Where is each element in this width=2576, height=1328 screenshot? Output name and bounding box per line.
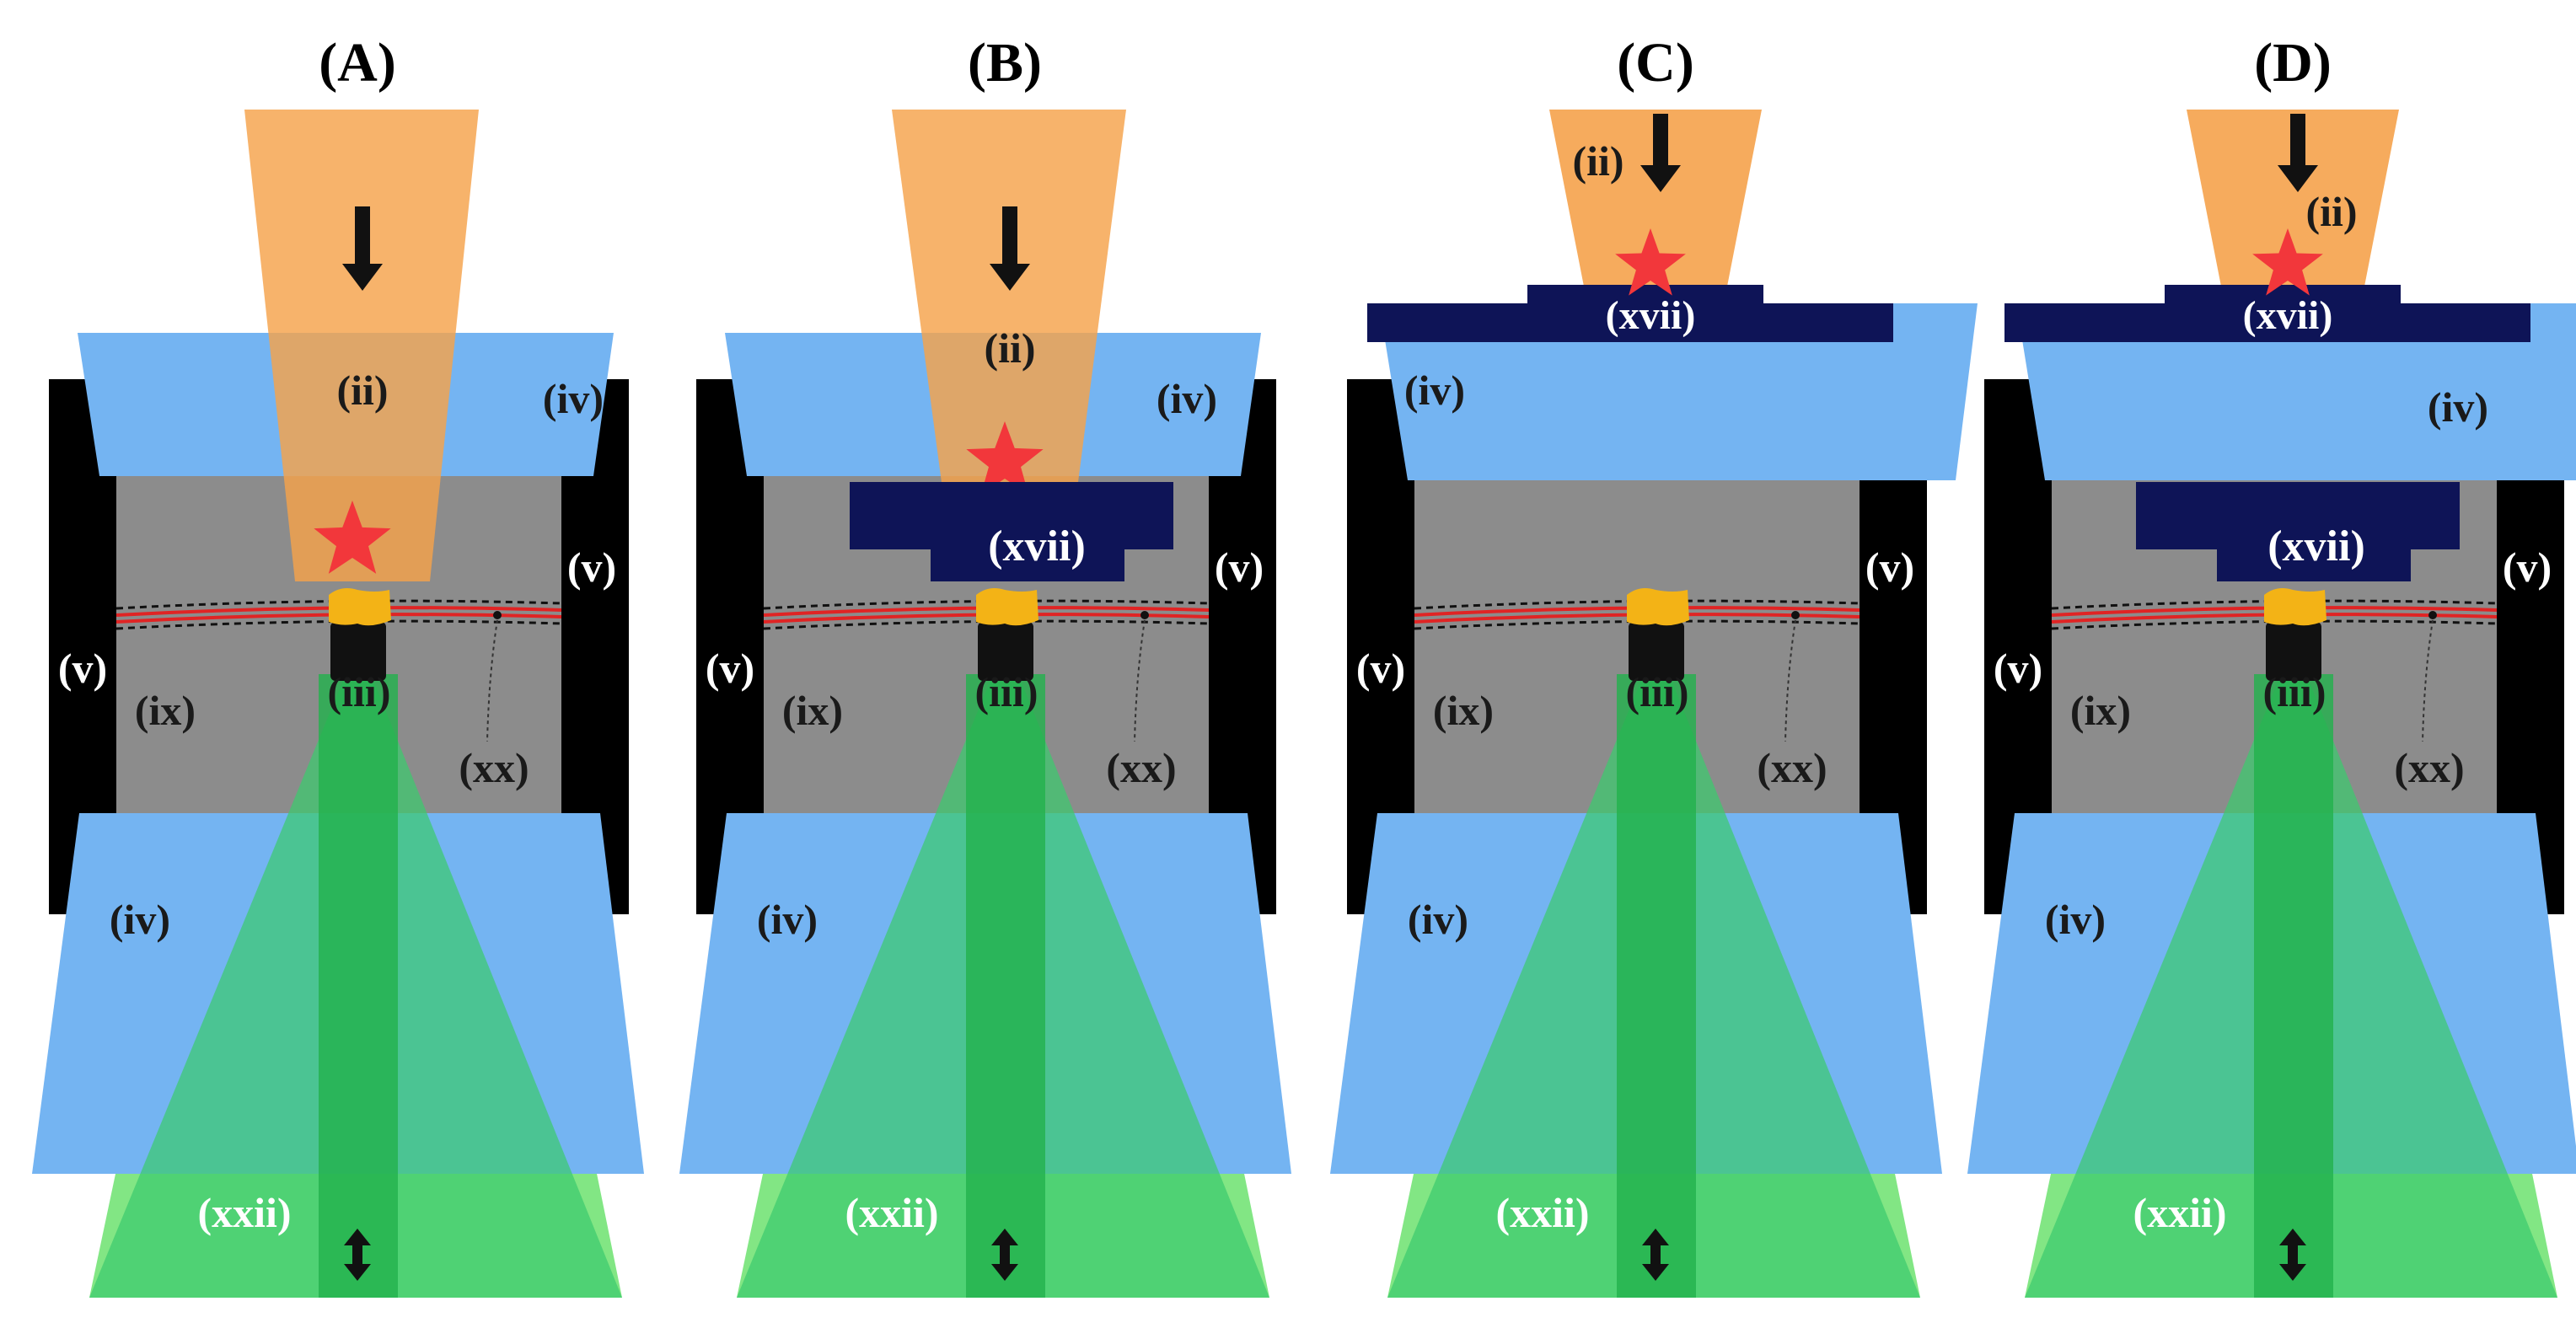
target-layer bbox=[1367, 285, 1893, 342]
wire-label: (xx) bbox=[2394, 744, 2464, 791]
spark-icon bbox=[966, 421, 1044, 495]
wire-dot bbox=[493, 611, 502, 619]
target-label: (xvii) bbox=[1606, 293, 1696, 338]
target-layer bbox=[2004, 285, 2530, 342]
membrane-line-bottom bbox=[115, 619, 562, 630]
focus-arrow-icon bbox=[1642, 1229, 1669, 1281]
sample-pillar bbox=[330, 622, 386, 681]
sample-pillar bbox=[978, 622, 1033, 681]
spark-icon bbox=[314, 501, 391, 574]
spark-icon bbox=[1615, 228, 1686, 296]
wall-right-label: (v) bbox=[2503, 544, 2552, 591]
sample-pillar bbox=[2266, 622, 2321, 681]
beam-arrow-icon bbox=[342, 206, 383, 291]
window-bottom-label: (iv) bbox=[2045, 896, 2106, 943]
wire-label: (xx) bbox=[1106, 744, 1176, 791]
sample-particle bbox=[1627, 588, 1689, 626]
wire-dot bbox=[1791, 611, 1800, 619]
panel-c: (C) (xvii) (ii) (iv) (v) (v) (ix) (iii) (xx) (iv)… bbox=[1330, 32, 1978, 1298]
window-top bbox=[1379, 303, 1978, 480]
window-top-label: (iv) bbox=[543, 375, 604, 422]
focus-arrow-icon bbox=[991, 1229, 1018, 1281]
wall-right-label: (v) bbox=[1865, 544, 1914, 591]
focus-arrow-icon bbox=[344, 1229, 371, 1281]
membrane-line-bottom bbox=[1414, 619, 1860, 630]
beam-label: (ii) bbox=[336, 367, 388, 414]
membrane-line-top bbox=[115, 599, 562, 610]
beam-cone bbox=[1549, 110, 1762, 291]
window-top-label: (iv) bbox=[2428, 383, 2488, 431]
window-bottom-label: (iv) bbox=[757, 896, 818, 943]
wall-left-label: (v) bbox=[706, 645, 754, 692]
membrane-line-top bbox=[763, 599, 1210, 610]
sample-particle bbox=[329, 588, 391, 626]
objective-label: (xxii) bbox=[2133, 1189, 2226, 1236]
wall-left-label: (v) bbox=[1356, 645, 1405, 692]
window-bottom-label: (iv) bbox=[1408, 896, 1468, 943]
wall-left-label: (v) bbox=[1994, 645, 2042, 692]
wire-label: (xx) bbox=[459, 744, 529, 791]
emission-core bbox=[1617, 674, 1696, 1298]
emission-core bbox=[319, 674, 398, 1298]
beam-arrow-icon bbox=[990, 206, 1030, 291]
target-block-label: (xvii) bbox=[2267, 522, 2365, 570]
focus-arrow-icon bbox=[2279, 1229, 2306, 1281]
chamber-label: (ix) bbox=[782, 687, 843, 734]
membrane-line-top bbox=[2051, 599, 2498, 610]
objective-label: (xxii) bbox=[845, 1189, 938, 1236]
chamber-label: (ix) bbox=[2070, 687, 2131, 734]
target-label: (xvii) bbox=[2243, 293, 2333, 338]
wall-right-label: (v) bbox=[567, 544, 616, 591]
beam-label: (ii) bbox=[984, 324, 1035, 372]
beam-label: (ii) bbox=[1572, 137, 1623, 185]
wire-dot bbox=[2428, 611, 2437, 619]
membrane-line-bottom bbox=[763, 619, 1210, 630]
beam-label: (ii) bbox=[2305, 188, 2357, 235]
window-bottom-label: (iv) bbox=[110, 896, 170, 943]
sample-label: (iii) bbox=[1626, 668, 1689, 715]
target-block bbox=[850, 482, 1173, 581]
panel-a: (A) (ii) (iv) (v) (v) (ix) (iii) (xx) (iv) (xxii) bbox=[32, 32, 644, 1298]
panel-title: (A) bbox=[319, 32, 396, 94]
membrane-line-bottom bbox=[2051, 619, 2498, 630]
sample-particle bbox=[2264, 588, 2326, 626]
objective-label: (xxii) bbox=[1495, 1189, 1589, 1236]
wire-dot bbox=[1140, 611, 1149, 619]
window-top-label: (iv) bbox=[1157, 375, 1217, 422]
wall-right-label: (v) bbox=[1215, 544, 1264, 591]
panel-b: (B) (xvii) (ii) (iv) (v) (v) (ix) (iii) (xx) (iv)… bbox=[679, 32, 1291, 1298]
beam-arrow-icon bbox=[2278, 114, 2318, 192]
spark-icon bbox=[2252, 228, 2323, 296]
emission-core bbox=[2254, 674, 2333, 1298]
wire-label: (xx) bbox=[1757, 744, 1827, 791]
wall-left-label: (v) bbox=[58, 645, 107, 692]
chamber-label: (ix) bbox=[1433, 687, 1494, 734]
panel-title: (C) bbox=[1617, 32, 1694, 94]
target-block bbox=[2136, 482, 2460, 581]
sample-label: (iii) bbox=[328, 668, 391, 715]
chamber-label: (ix) bbox=[135, 687, 196, 734]
panel-d: (D) (xvii) (ii) (iv) (xvii) (v) (v) (ix) (iii) (x… bbox=[1967, 32, 2576, 1298]
panel-title: (D) bbox=[2254, 32, 2332, 94]
sample-pillar bbox=[1629, 622, 1684, 681]
sample-particle bbox=[976, 588, 1038, 626]
sample-label: (iii) bbox=[2263, 668, 2326, 715]
emission-core bbox=[966, 674, 1045, 1298]
window-top-label: (iv) bbox=[1404, 367, 1465, 414]
membrane-line-top bbox=[1414, 599, 1860, 610]
beam-cone bbox=[2187, 110, 2399, 291]
objective-label: (xxii) bbox=[197, 1189, 291, 1236]
window-top bbox=[2016, 303, 2576, 480]
panel-title: (B) bbox=[968, 32, 1042, 94]
beam-arrow-icon bbox=[1640, 114, 1681, 192]
beam-cone bbox=[244, 110, 479, 581]
beam-cone bbox=[892, 110, 1126, 489]
sample-label: (iii) bbox=[975, 668, 1038, 715]
target-label: (xvii) bbox=[988, 522, 1086, 570]
